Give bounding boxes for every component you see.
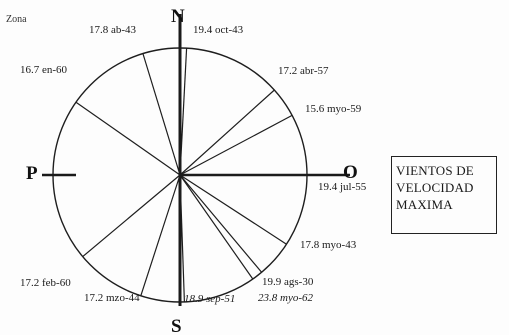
legend-line: VIENTOS DE [396, 163, 474, 178]
wind-ray [179, 114, 293, 176]
ray-label: 23.8 myo-62 [258, 292, 313, 304]
ray-label: 19.4 jul-55 [318, 181, 367, 193]
ray-label: 17.8 ab-43 [89, 24, 137, 36]
ray-label: 18.9 sep-51 [184, 293, 235, 305]
ray-label: 17.2 mzo-44 [84, 292, 140, 304]
legend-line: MAXIMA [396, 197, 453, 212]
wind-ray [75, 101, 181, 176]
south-label: S [171, 316, 182, 335]
wind-ray [179, 48, 188, 176]
north-label: N [171, 6, 185, 27]
wind-ray [140, 174, 181, 296]
ray-label: 16.7 en-60 [20, 64, 68, 76]
east-label: O [343, 162, 358, 183]
ray-label: 15.6 myo-59 [305, 103, 362, 115]
legend-line: VELOCIDAD [396, 180, 474, 195]
wind-ray [82, 174, 181, 258]
wind-ray [179, 174, 287, 245]
header-label: Zona [6, 14, 27, 25]
wind-ray [142, 53, 181, 176]
wind-ray [179, 89, 275, 176]
ray-label: 19.9 ags-30 [262, 276, 314, 288]
legend-box: VIENTOS DE VELOCIDAD MAXIMA [391, 156, 497, 234]
wind-ray [179, 174, 263, 273]
ray-label: 19.4 oct-43 [193, 24, 244, 36]
ray-label: 17.2 feb-60 [20, 277, 71, 289]
ray-label: 17.8 myo-43 [300, 239, 357, 251]
wind-ray [179, 174, 185, 302]
west-label: P [26, 163, 38, 184]
wind-rays [75, 48, 307, 302]
wind-ray [179, 174, 254, 280]
ray-label: 17.2 abr-57 [278, 65, 329, 77]
